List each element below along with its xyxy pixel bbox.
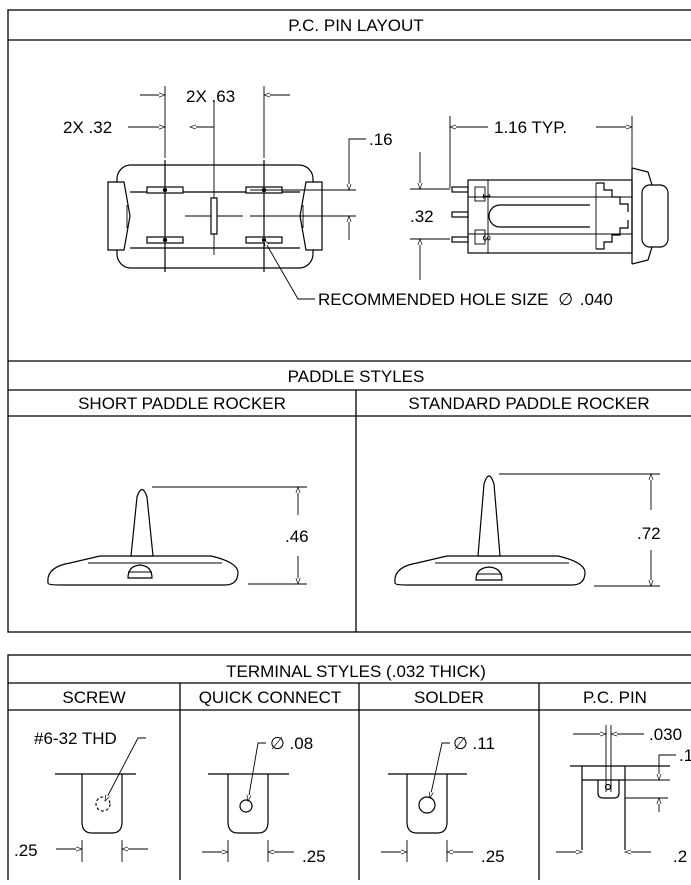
solder-width-text: .25	[481, 847, 505, 866]
rocker-actuator	[641, 184, 669, 248]
standard-paddle-label: STANDARD PADDLE ROCKER	[408, 394, 649, 413]
dim-pin-offset-text: 2X .32	[63, 118, 112, 137]
solder-leader	[428, 742, 450, 799]
pc-pin-thickness-text: .030	[649, 725, 682, 744]
upper-frame	[7, 9, 691, 633]
dim-pin-spacing: 2X .63	[140, 86, 290, 158]
dim-terminal-spacing: .32	[410, 152, 450, 280]
terminal-label-1: 1	[480, 193, 492, 199]
dim-typ-length: 1.16 TYP.	[449, 116, 633, 188]
screw-hole	[95, 796, 111, 812]
dim-typ-length-text: 1.16 TYP.	[494, 118, 567, 137]
terminal-label-3: 3	[480, 235, 492, 241]
pc-pin-drawing: .030 .1 .2	[556, 725, 691, 866]
paddle-styles-panel: PADDLE STYLES SHORT PADDLE ROCKER STANDA…	[8, 367, 691, 632]
standard-paddle-drawing: .72	[394, 473, 661, 587]
screw-leader	[104, 737, 146, 802]
side-terminal	[451, 236, 469, 243]
center-pin	[210, 197, 218, 235]
terminal-styles-title: TERMINAL STYLES (.032 THICK)	[226, 662, 486, 681]
paddle-styles-title: PADDLE STYLES	[288, 367, 425, 386]
pc-pin-tip	[597, 780, 620, 799]
quick-connect-hole	[239, 799, 253, 813]
quick-connect-label: QUICK CONNECT	[199, 688, 342, 707]
solder-label: SOLDER	[414, 688, 484, 707]
dim-small-offset-text: .16	[369, 130, 393, 149]
pc-pin-label: P.C. PIN	[583, 688, 647, 707]
lower-frame	[7, 654, 691, 885]
quick-connect-width-text: .25	[302, 847, 326, 866]
switch-side-view: 1 3	[451, 167, 669, 265]
hole-diameter-value: .040	[580, 290, 613, 309]
side-slot	[488, 204, 590, 228]
pin-layout-title: P.C. PIN LAYOUT	[288, 16, 423, 35]
standard-paddle-lever	[477, 475, 501, 557]
dim-leader	[346, 138, 366, 191]
hole-mark	[162, 187, 168, 193]
quick-connect-hole-text: ∅ .08	[270, 734, 313, 753]
screw-width-text: .25	[14, 841, 38, 860]
short-paddle-lever	[130, 488, 154, 557]
bezel-lip	[631, 167, 653, 265]
side-terminal	[451, 186, 469, 193]
pc-pin-width-text: .2	[673, 847, 687, 866]
pc-pin-hole	[604, 783, 612, 791]
hole-size-callout: RECOMMENDED HOLE SIZE ∅ .040	[263, 239, 613, 309]
short-paddle-drawing: .46	[47, 486, 309, 586]
hole-leader	[263, 239, 315, 300]
screw-terminal-drawing: #6-32 THD .25	[14, 729, 148, 862]
dim-pin-offset: 2X .32	[63, 118, 214, 137]
rocker-steps	[596, 182, 629, 250]
hole-note-label: RECOMMENDED HOLE SIZE	[318, 290, 548, 309]
solder-hole	[418, 796, 436, 814]
screw-tab	[81, 774, 123, 834]
standard-paddle-height: .72	[637, 524, 661, 543]
side-terminal	[451, 211, 469, 218]
dim-small-offset: .16	[250, 130, 393, 240]
pc-pin-length-text: .1	[679, 746, 691, 765]
screw-label: SCREW	[62, 688, 125, 707]
terminal-marking-1	[474, 186, 486, 202]
quick-connect-tab	[227, 774, 269, 834]
screw-thread-text: #6-32 THD	[34, 729, 117, 748]
dim-terminal-spacing-text: .32	[410, 207, 434, 226]
quick-connect-drawing: ∅ .08 .25	[202, 734, 326, 866]
left-mount-ear	[107, 181, 131, 251]
terminal-styles-panel: TERMINAL STYLES (.032 THICK) SCREW QUICK…	[7, 654, 691, 885]
dim-pin-spacing-text: 2X .63	[186, 87, 235, 106]
short-paddle-label: SHORT PADDLE ROCKER	[78, 394, 286, 413]
terminal-marking-3	[474, 229, 486, 245]
hole-diameter-symbol: ∅	[558, 290, 573, 309]
hole-mark	[162, 237, 168, 243]
pc-pin-leader	[656, 754, 676, 781]
quick-connect-leader	[246, 742, 266, 802]
pin-layout-panel: P.C. PIN LAYOUT	[7, 9, 691, 633]
switch-top-view	[107, 102, 323, 272]
solder-tab	[406, 774, 448, 834]
solder-drawing: ∅ .11 .25	[381, 734, 505, 866]
short-paddle-height: .46	[285, 527, 309, 546]
solder-hole-text: ∅ .11	[453, 734, 495, 753]
hole-note-text: RECOMMENDED HOLE SIZE ∅ .040	[318, 290, 613, 309]
